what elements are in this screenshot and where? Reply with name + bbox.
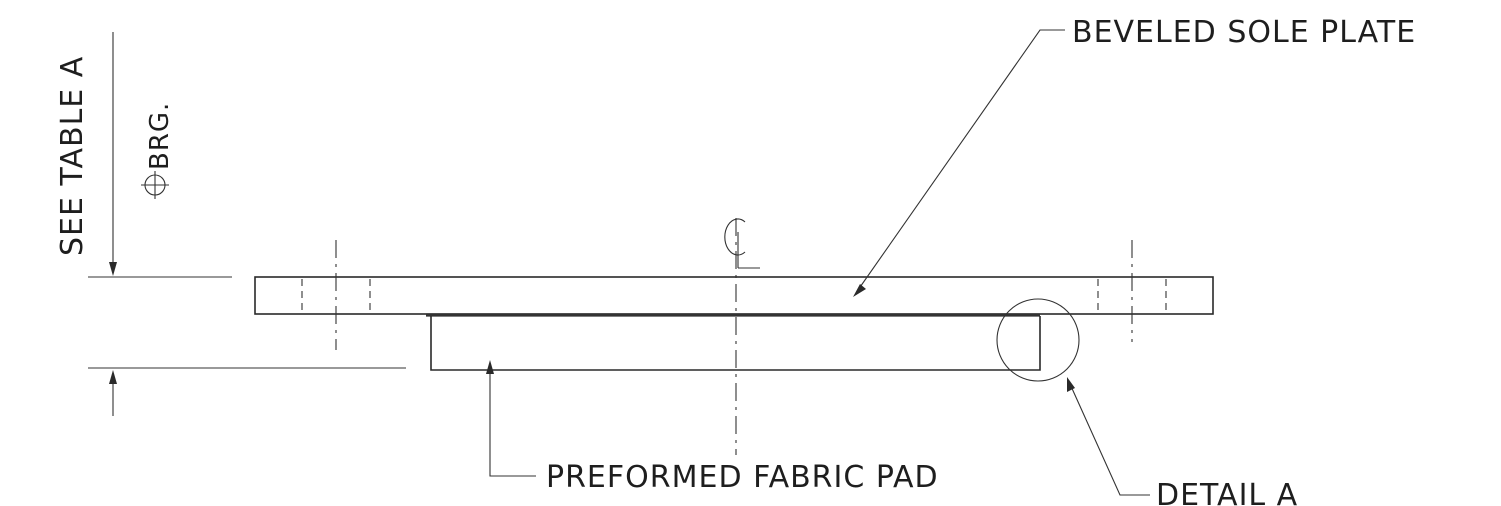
sole-plate — [254, 276, 1214, 315]
fabric-pad-label: PREFORMED FABRIC PAD — [546, 460, 939, 495]
fabric-pad — [426, 313, 1041, 371]
brg-label: BRG. — [145, 102, 175, 170]
see-table-label: SEE TABLE A — [55, 56, 90, 256]
sole-plate-label: BEVELED SOLE PLATE — [1072, 15, 1416, 50]
fabric-pad-leader — [486, 360, 536, 477]
detail-label: DETAIL A — [1156, 478, 1298, 506]
bearing-centerline-symbol — [141, 171, 169, 199]
sole-plate-leader — [853, 29, 1065, 297]
right-anchor-hole — [1097, 240, 1167, 342]
dimension-arrow-top — [109, 32, 117, 276]
detail-leader — [1067, 377, 1150, 496]
dimension-arrow-bottom — [109, 370, 117, 416]
left-anchor-hole — [301, 240, 371, 350]
center-line — [724, 218, 760, 455]
detail-circle — [996, 298, 1080, 382]
